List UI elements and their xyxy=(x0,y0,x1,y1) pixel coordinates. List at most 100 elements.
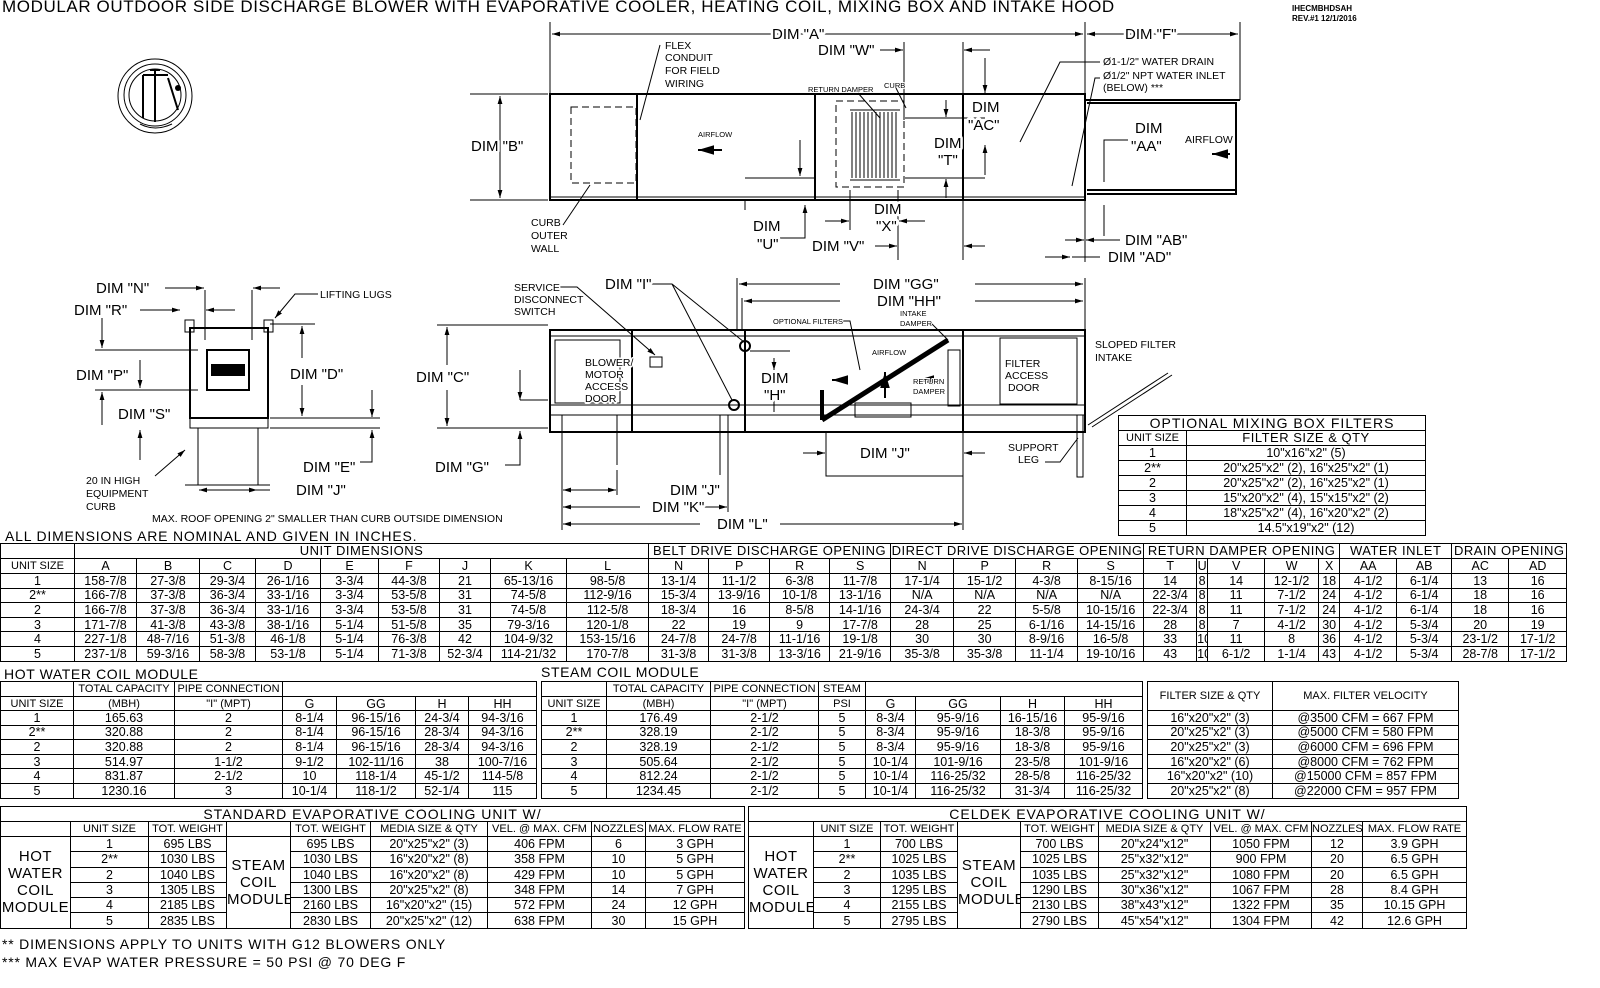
value-cell: 101-9/16 xyxy=(1064,753,1143,770)
value-cell: 1035 LBS xyxy=(880,866,958,883)
value-cell: 12 xyxy=(1311,835,1363,853)
column-header: FILTER SIZE & QTY xyxy=(1147,681,1273,711)
value-cell: 13-1/4 xyxy=(648,573,710,589)
dim-w-label: DIM "W" xyxy=(818,42,874,59)
intake-damper xyxy=(947,349,961,407)
value-cell: 25"x32"x12" xyxy=(1098,866,1211,883)
blower-outlet xyxy=(206,349,250,391)
value-cell: 4-1/2 xyxy=(1264,616,1320,633)
column-header: B xyxy=(136,558,200,574)
column-header: R xyxy=(1015,558,1079,574)
value-cell: 95-9/16 xyxy=(915,724,1001,741)
column-header: VEL. @ MAX. CFM xyxy=(1210,821,1312,837)
value-cell: 46-1/8 xyxy=(255,631,321,647)
unit-size-cell: 1 xyxy=(813,835,881,853)
table-title: OPTIONAL MIXING BOX FILTERS xyxy=(1117,415,1427,431)
value-cell: 5-3/4 xyxy=(1396,631,1453,647)
value-cell: 16"x20"x2" (8) xyxy=(370,851,488,868)
value-cell: 10-1/4 xyxy=(865,753,916,770)
value-cell: 31 xyxy=(439,602,491,618)
value-cell: 9 xyxy=(769,616,831,633)
equipment-curb xyxy=(185,428,270,486)
dim-j-bottom-label: DIM "J" xyxy=(670,482,720,499)
value-cell: 28-7/8 xyxy=(1451,645,1510,662)
value-cell: 28-5/8 xyxy=(1000,768,1065,784)
value-cell: 38 xyxy=(415,753,469,770)
unit-size-cell: 2 xyxy=(541,739,607,755)
value-cell: 1025 LBS xyxy=(1020,851,1099,868)
value-cell: 16"x20"x2" (10) xyxy=(1147,768,1273,784)
value-cell: 33 xyxy=(1143,631,1198,647)
dim-v-label: DIM "V" xyxy=(812,238,864,255)
value-cell: 5 xyxy=(818,768,866,784)
blower-door-label: BLOWER/ xyxy=(585,357,634,369)
value-cell: 6-1/4 xyxy=(1396,573,1453,589)
column-header: MEDIA SIZE & QTY xyxy=(370,821,488,837)
value-cell: 51-3/8 xyxy=(199,631,256,647)
value-cell: 695 LBS xyxy=(148,835,227,853)
value-cell: 31 xyxy=(439,587,491,604)
group-header: STEAM xyxy=(818,681,866,697)
value-cell: 5 xyxy=(818,710,866,726)
value-cell: @5000 CFM = 580 FPM xyxy=(1272,724,1459,741)
value-cell: 94-3/16 xyxy=(468,724,537,741)
hot-water-module-label: HOT WATER COIL MODULE xyxy=(748,836,814,929)
dim-c-label: DIM "C" xyxy=(416,369,469,386)
curb-outline xyxy=(570,106,637,184)
table-title: STANDARD EVAPORATIVE COOLING UNIT W/ xyxy=(0,806,746,822)
value-cell: 1-1/2 xyxy=(174,753,283,770)
value-cell: 43 xyxy=(1318,645,1341,662)
group-header xyxy=(865,681,1143,697)
value-cell: 104-9/32 xyxy=(490,631,567,647)
unit-size-cell: 3 xyxy=(0,616,75,633)
unit-size-cell: 2 xyxy=(0,739,74,755)
value-cell: 98-5/8 xyxy=(565,573,650,589)
dim-gg-label: DIM "GG" xyxy=(873,276,939,293)
value-cell: 24-7/8 xyxy=(708,631,771,647)
unit-size-cell: 5 xyxy=(0,782,74,799)
value-cell: 11 xyxy=(1207,631,1266,647)
dim-ab-label: DIM "AB" xyxy=(1125,232,1187,249)
value-cell: 2130 LBS xyxy=(1020,897,1099,914)
value-cell: 1067 FPM xyxy=(1210,881,1312,899)
value-cell: 2-1/2 xyxy=(710,739,819,755)
column-header: (MBH) xyxy=(606,696,711,711)
value-cell: 13-3/16 xyxy=(769,645,831,662)
value-cell: 18-3/8 xyxy=(1000,739,1065,755)
hot-water-title: HOT WATER COIL MODULE xyxy=(4,666,199,682)
lifting-lug xyxy=(263,319,274,333)
return-damper-label: RETURN xyxy=(913,377,944,386)
value-cell: 11 xyxy=(1207,602,1266,618)
value-cell: 53-1/8 xyxy=(255,645,321,662)
value-cell: 2160 LBS xyxy=(290,897,371,914)
unit-size-cell: 3 xyxy=(0,753,74,770)
column-header: C xyxy=(199,558,256,574)
value-cell: 10"x16"x2" (5) xyxy=(1185,445,1427,461)
column-header: AA xyxy=(1339,558,1398,574)
column-header: GG xyxy=(915,696,1001,711)
value-cell: N/A xyxy=(953,587,1017,604)
value-cell: 2-1/2 xyxy=(710,724,819,741)
value-cell: 116-25/32 xyxy=(915,782,1001,799)
value-cell: @6000 CFM = 696 FPM xyxy=(1272,739,1459,755)
value-cell: 1305 LBS xyxy=(148,881,227,899)
title-row: CELDEK EVAPORATIVE COOLING UNIT W/ xyxy=(748,806,1467,822)
sloped-filter-intake xyxy=(1087,372,1173,428)
footnote-water-pressure: *** MAX EVAP WATER PRESSURE = 50 PSI @ 7… xyxy=(2,954,407,970)
value-cell: 10-15/16 xyxy=(1077,602,1145,618)
blank-header xyxy=(748,821,814,837)
value-cell: 114-21/32 xyxy=(490,645,567,662)
dim-f-label: DIM "F" xyxy=(1125,26,1176,43)
value-cell: 58-3/8 xyxy=(199,645,256,662)
column-header: N xyxy=(648,558,710,574)
